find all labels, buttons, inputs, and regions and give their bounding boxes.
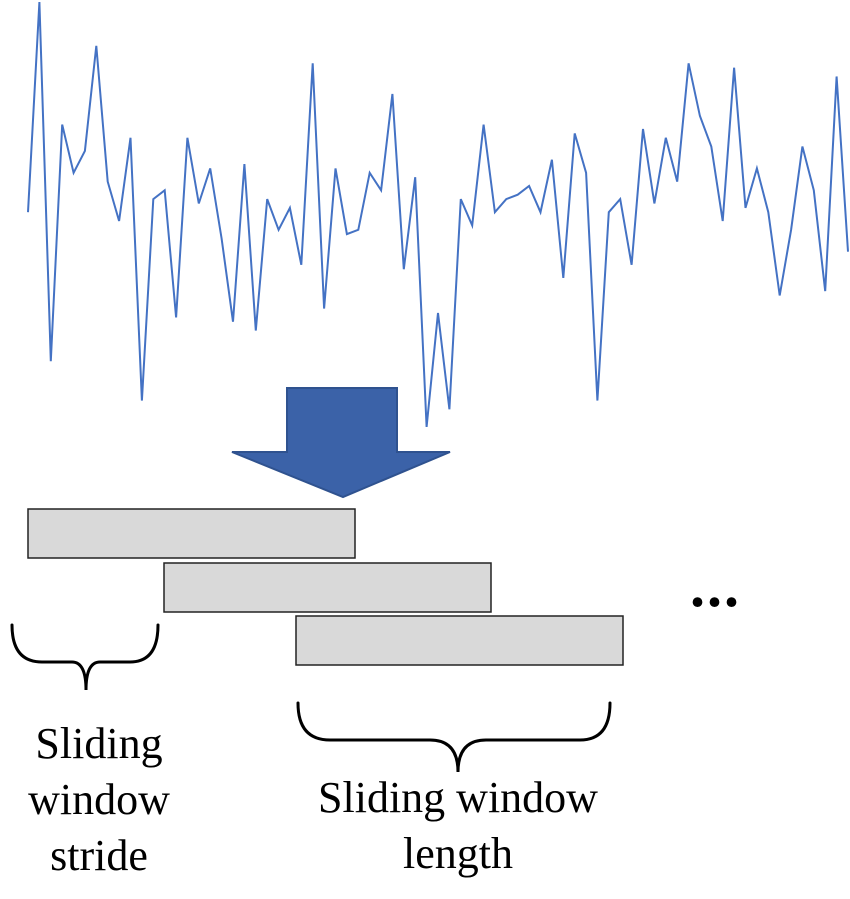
stride-label-line-1: Sliding [35,719,163,768]
time-series-signal-line [27,1,849,427]
stride-label-line-2: window [28,775,170,824]
length-brace [296,701,612,773]
ellipsis: ... [690,553,741,619]
sliding-window-3 [295,615,624,666]
length-label-line-2: length [403,829,513,878]
sliding-window-1 [27,508,356,559]
length-label: Sliding window length [298,770,618,882]
down-arrow-icon [231,387,451,499]
length-label-line-1: Sliding window [318,773,598,822]
stride-label: Sliding window stride [0,716,198,884]
stride-label-line-3: stride [50,831,148,880]
stride-brace [10,623,160,691]
sliding-window-2 [163,562,492,613]
